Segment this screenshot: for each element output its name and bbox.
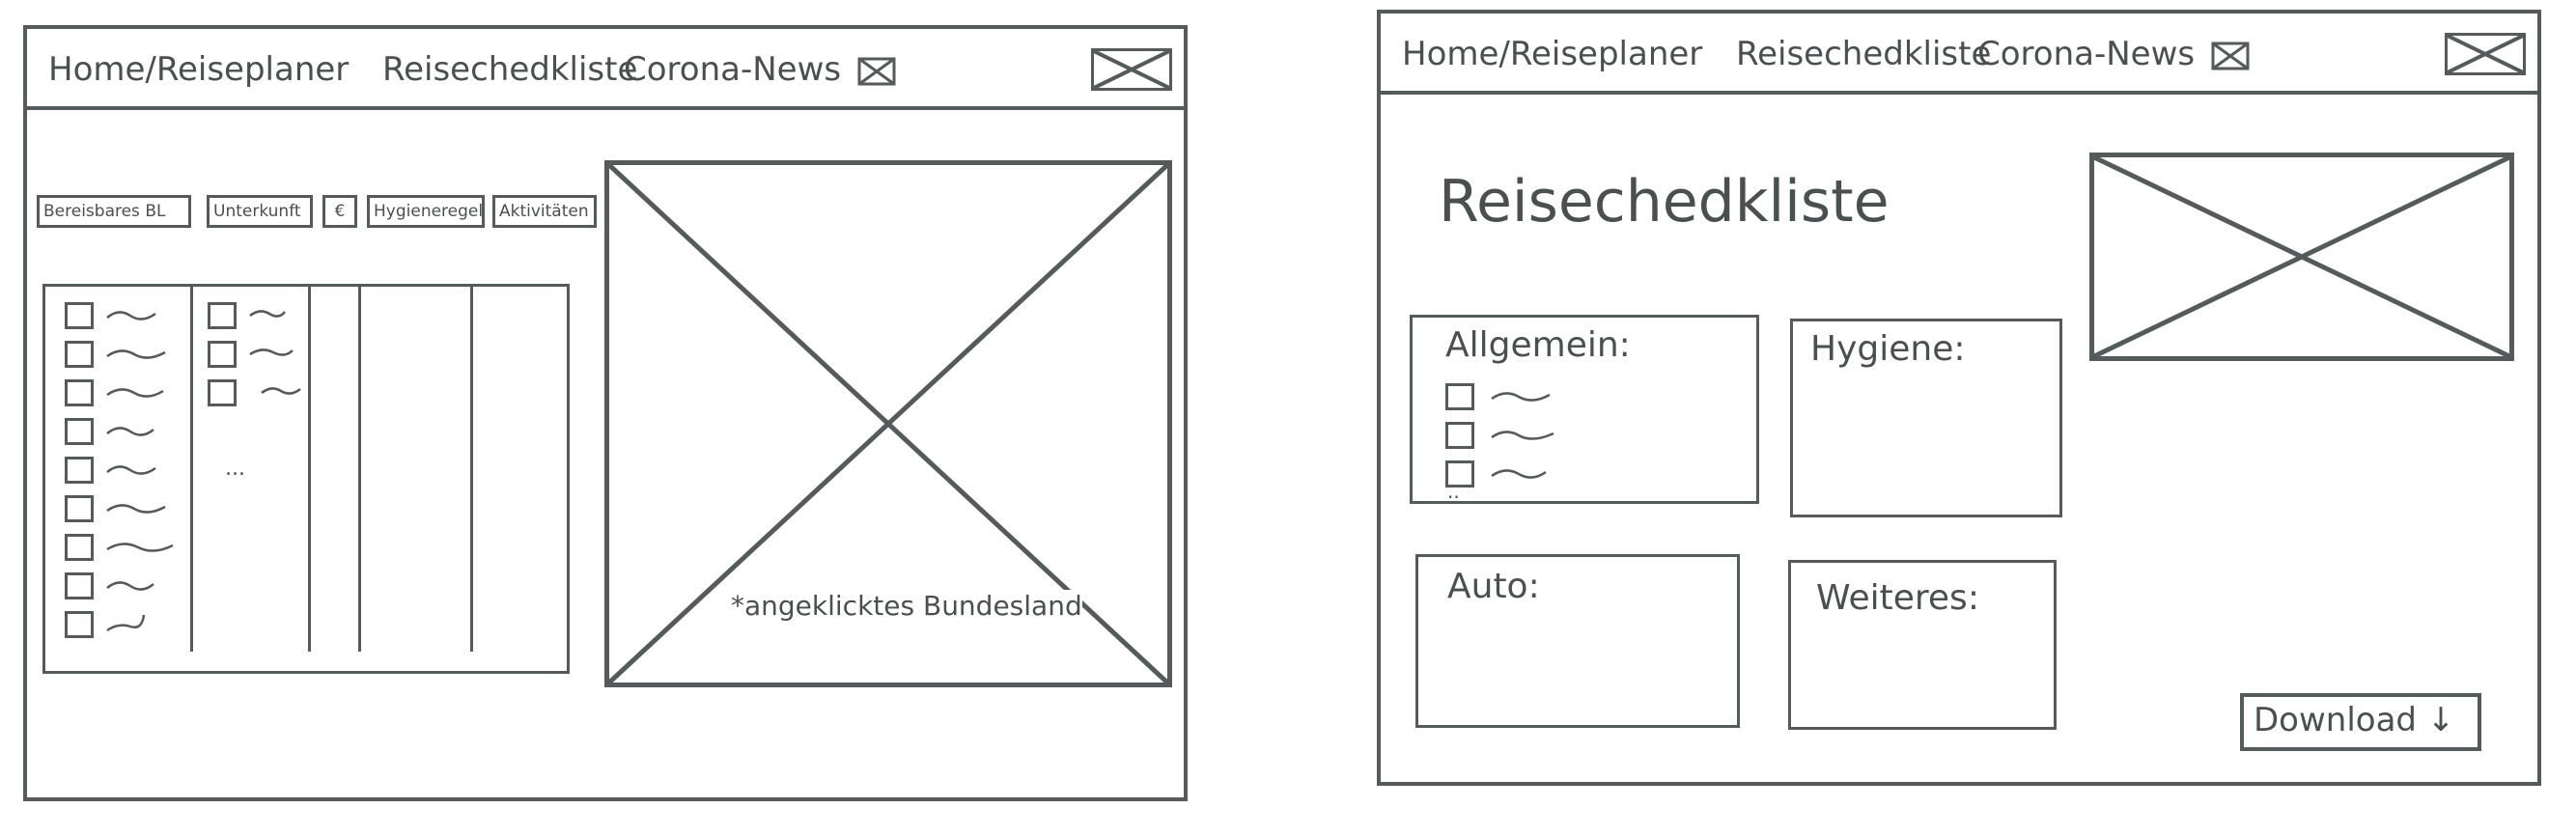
filter-checkbox[interactable] <box>65 341 94 368</box>
nav-news-label: Corona-News <box>624 50 842 89</box>
tab-hygiene-rules[interactable]: Hygieneregeln <box>367 195 485 228</box>
filter-checkbox[interactable] <box>208 379 237 406</box>
mail-icon <box>857 57 896 85</box>
download-button[interactable]: Download ↓ <box>2240 693 2481 751</box>
filter-panel: ... <box>42 284 570 674</box>
image-placeholder-icon <box>2094 157 2509 356</box>
nav-home-link[interactable]: Home/Reiseplaner <box>1402 35 1703 73</box>
filter-checkbox[interactable] <box>65 457 94 484</box>
placeholder-text-lines <box>249 310 301 395</box>
top-nav: Home/Reiseplaner Reisechedkliste Corona-… <box>27 29 1184 110</box>
filter-checkbox[interactable] <box>65 534 94 561</box>
tab-travel-state[interactable]: Bereisbares BL <box>37 195 191 228</box>
nav-news-link[interactable]: Corona-News <box>624 50 896 89</box>
filter-checkbox[interactable] <box>65 418 94 445</box>
image-placeholder-icon <box>1094 51 1169 88</box>
more-ellipsis: .. <box>1447 480 1460 503</box>
filter-checkbox[interactable] <box>208 302 237 329</box>
section-other-title: Weiteres: <box>1816 578 1979 618</box>
logo-image-placeholder <box>1091 48 1172 91</box>
column-divider <box>358 287 361 652</box>
placeholder-text-lines <box>106 311 174 632</box>
tab-activities[interactable]: Aktivitäten <box>492 195 597 228</box>
planner-wireframe: Home/Reiseplaner Reisechedkliste Corona-… <box>23 25 1188 801</box>
section-car-title: Auto: <box>1447 567 1540 606</box>
section-car: Auto: <box>1415 554 1740 728</box>
column-divider <box>308 287 311 652</box>
download-button-label: Download <box>2254 701 2418 739</box>
mail-icon <box>2211 42 2250 70</box>
section-general: Allgemein: .. <box>1410 315 1759 504</box>
filter-checkbox[interactable] <box>65 611 94 638</box>
filter-checkbox[interactable] <box>65 379 94 406</box>
filter-checkbox[interactable] <box>65 302 94 329</box>
checklist-checkbox[interactable] <box>1445 460 1474 488</box>
checklist-checkbox[interactable] <box>1445 383 1474 410</box>
section-general-title: Allgemein: <box>1445 325 1631 365</box>
nav-checklist-link[interactable]: Reisechedkliste <box>382 50 638 89</box>
filter-checkbox[interactable] <box>65 495 94 522</box>
nav-news-link[interactable]: Corona-News <box>1977 35 2250 73</box>
tab-cost[interactable]: € <box>322 195 357 228</box>
more-ellipsis: ... <box>225 457 245 481</box>
image-placeholder-icon <box>2448 36 2523 72</box>
filter-checkbox[interactable] <box>65 572 94 599</box>
column-divider <box>470 287 473 652</box>
section-hygiene: Hygiene: <box>1790 319 2062 517</box>
nav-news-label: Corona-News <box>1977 35 2196 73</box>
nav-home-link[interactable]: Home/Reiseplaner <box>48 50 350 89</box>
placeholder-text-lines <box>1491 392 1554 479</box>
map-note: *angeklicktes Bundesland <box>731 590 1082 622</box>
top-nav: Home/Reiseplaner Reisechedkliste Corona-… <box>1381 14 2537 95</box>
tab-accommodation[interactable]: Unterkunft <box>207 195 313 228</box>
logo-image-placeholder <box>2445 33 2526 75</box>
checklist-wireframe: Home/Reiseplaner Reisechedkliste Corona-… <box>1377 10 2541 786</box>
filter-checkbox[interactable] <box>208 341 237 368</box>
checklist-checkbox[interactable] <box>1445 422 1474 449</box>
map-image-placeholder[interactable]: *angeklicktes Bundesland <box>604 160 1172 687</box>
nav-checklist-link[interactable]: Reisechedkliste <box>1736 35 1992 73</box>
checklist-image-placeholder <box>2089 153 2514 361</box>
column-divider <box>190 287 193 652</box>
page-title: Reisechedkliste <box>1439 168 1890 236</box>
arrow-down-icon: ↓ <box>2426 701 2455 739</box>
section-hygiene-title: Hygiene: <box>1810 329 1966 369</box>
section-other: Weiteres: <box>1788 560 2057 730</box>
